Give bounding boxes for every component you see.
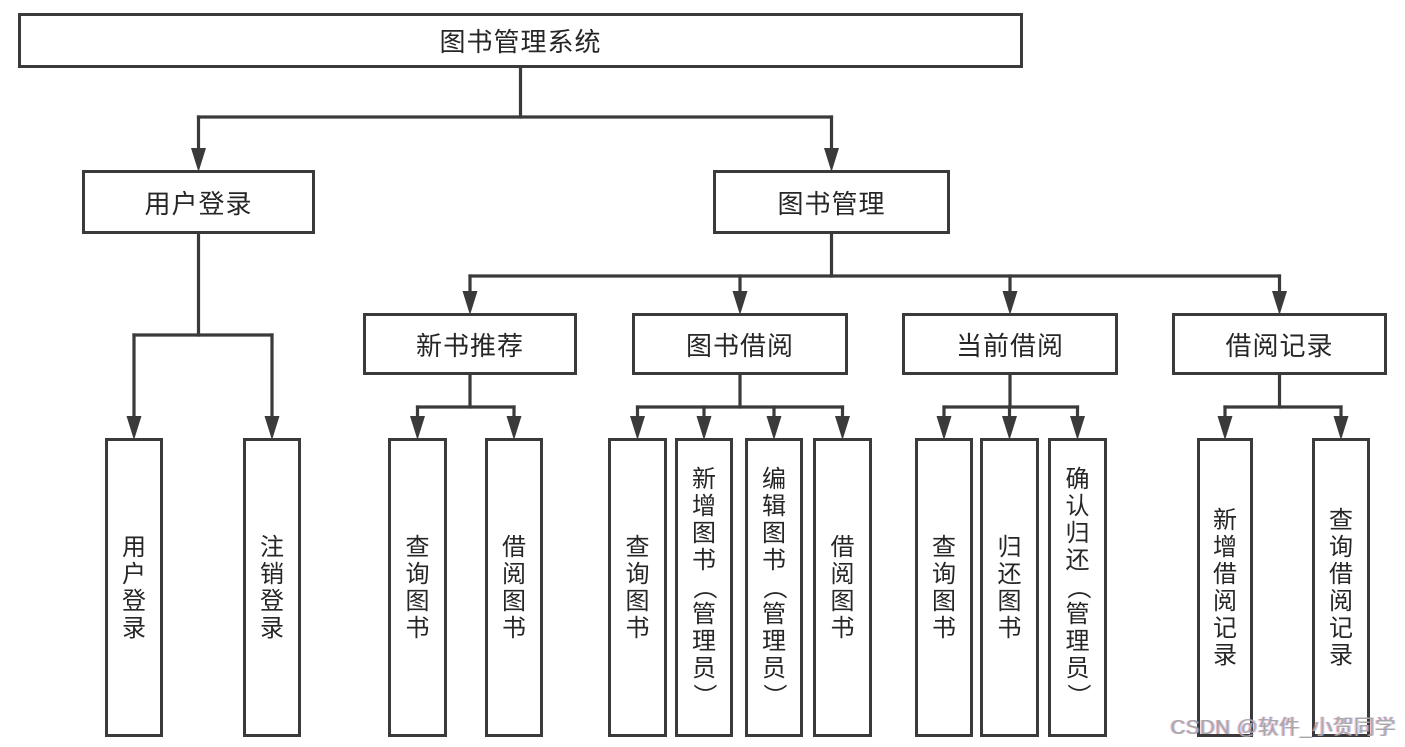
arrowhead-down-icon <box>835 416 850 440</box>
diagram-node-bb-add-book: 新增图书（管理员） <box>675 438 733 737</box>
diagram-node-cb-return-book: 归还图书 <box>980 438 1039 737</box>
diagram-node-bb-borrow-book: 借阅图书 <box>813 438 872 737</box>
csdn-watermark: CSDN @软件_小贺同学 <box>1170 716 1396 739</box>
arrowhead-down-icon <box>630 416 645 440</box>
node-label-bb-query-book: 查询图书 <box>625 533 650 642</box>
node-label-borrow-records: 借阅记录 <box>1225 330 1334 361</box>
arrowhead-down-icon <box>462 291 478 315</box>
node-label-br-query-record: 查询借阅记录 <box>1329 506 1353 669</box>
arrowhead-down-icon <box>1002 416 1017 440</box>
diagram-node-br-query-record: 查询借阅记录 <box>1312 438 1370 737</box>
node-label-bb-add-book: 新增图书（管理员） <box>690 466 718 708</box>
arrowhead-down-icon <box>264 416 280 440</box>
diagram-node-current-borrow: 当前借阅 <box>902 313 1118 375</box>
node-label-cb-confirm-return: 确认归还（管理员） <box>1064 466 1091 708</box>
diagram-node-new-book-rec: 新书推荐 <box>363 313 577 375</box>
node-label-rec-borrow-book: 借阅图书 <box>502 533 526 642</box>
diagram-node-bb-query-book: 查询图书 <box>608 438 667 737</box>
diagram-node-book-mgmt: 图书管理 <box>713 170 950 234</box>
diagram-node-root: 图书管理系统 <box>18 13 1023 68</box>
diagram-node-book-borrow: 图书借阅 <box>632 313 848 375</box>
diagram-node-logout: 注销登录 <box>243 438 301 737</box>
diagram-node-br-add-record: 新增借阅记录 <box>1197 438 1253 737</box>
diagram-node-rec-borrow-book: 借阅图书 <box>485 438 543 737</box>
node-label-cb-query-book: 查询图书 <box>932 533 956 642</box>
node-label-user-login: 用户登录 <box>144 188 253 219</box>
arrowhead-down-icon <box>766 416 782 440</box>
arrowhead-down-icon <box>126 416 142 440</box>
arrowhead-down-icon <box>1217 416 1233 440</box>
node-label-rec-query-book: 查询图书 <box>405 533 430 642</box>
diagram-node-login: 用户登录 <box>105 438 163 737</box>
diagram-node-user-login: 用户登录 <box>82 170 315 234</box>
arrowhead-down-icon <box>1272 291 1287 315</box>
node-label-book-borrow: 图书借阅 <box>685 330 794 361</box>
arrowhead-down-icon <box>936 416 952 440</box>
node-label-new-book-rec: 新书推荐 <box>415 330 524 361</box>
diagram-node-bb-edit-book: 编辑图书（管理员） <box>745 438 803 737</box>
arrowhead-down-icon <box>506 416 522 440</box>
arrowhead-down-icon <box>732 291 748 315</box>
node-label-login: 用户登录 <box>122 533 146 642</box>
arrowhead-down-icon <box>696 416 712 440</box>
node-label-book-mgmt: 图书管理 <box>777 188 886 219</box>
diagram-node-rec-query-book: 查询图书 <box>388 438 447 737</box>
arrowhead-down-icon <box>410 416 425 440</box>
node-label-root: 图书管理系统 <box>439 27 602 57</box>
arrowhead-down-icon <box>191 148 206 172</box>
node-label-bb-borrow-book: 借阅图书 <box>830 533 855 642</box>
node-label-br-add-record: 新增借阅记录 <box>1213 506 1237 669</box>
arrowhead-down-icon <box>1333 416 1349 440</box>
node-label-current-borrow: 当前借阅 <box>955 330 1064 361</box>
arrowhead-down-icon <box>1070 416 1085 440</box>
diagram-node-borrow-records: 借阅记录 <box>1172 313 1387 375</box>
diagram-node-cb-query-book: 查询图书 <box>915 438 973 737</box>
node-label-cb-return-book: 归还图书 <box>997 533 1022 642</box>
diagram-node-cb-confirm-return: 确认归还（管理员） <box>1048 438 1107 737</box>
node-label-bb-edit-book: 编辑图书（管理员） <box>760 466 788 708</box>
arrowhead-down-icon <box>1002 291 1018 315</box>
arrowhead-down-icon <box>824 148 839 172</box>
node-label-logout: 注销登录 <box>260 533 284 642</box>
